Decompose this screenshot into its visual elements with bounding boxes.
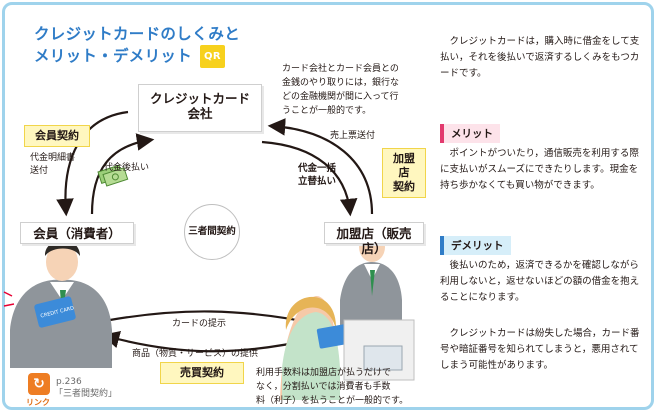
store-contract-label: 加盟店 契約 xyxy=(382,148,426,198)
three-party-contract-circle: 三者間契約 xyxy=(184,204,240,260)
credit-card-company-box: クレジットカード 会社 xyxy=(138,84,262,132)
statement-note: 代金明細書 送付 xyxy=(30,153,76,176)
title-line-2: メリット・デメリット QR xyxy=(34,45,240,68)
link-ref[interactable]: 「三者間契約」 xyxy=(54,389,118,399)
goods-note: 商品（物質・サービス）の提供 xyxy=(132,349,259,359)
three-party-label: 三者間契約 xyxy=(188,226,236,237)
title-line-2-text: メリット・デメリット xyxy=(34,47,193,65)
company-note: カード会社とカード会員との 金銭のやり取りには，銀行な どの金融機関が間に入って… xyxy=(282,64,400,116)
store-box: 加盟店（販売店） xyxy=(324,222,424,256)
sales-contract-label: 売買契約 xyxy=(160,362,244,384)
member-box: 会員（消費者） xyxy=(20,222,134,244)
intro-text: クレジットカードは，購入時に借金をして支払い，それを後払いで返済するしくみをもつ… xyxy=(440,36,640,79)
title-line-1: クレジットカードのしくみと xyxy=(34,25,241,43)
page-title: クレジットカードのしくみと メリット・デメリット QR xyxy=(34,24,240,68)
demerit-label: デメリット xyxy=(440,236,511,255)
company-label: クレジットカード 会社 xyxy=(149,91,250,121)
member-label: 会員（消費者） xyxy=(33,226,121,241)
arrow-store-to-company xyxy=(267,118,374,215)
link-page[interactable]: p.236 xyxy=(56,377,82,387)
demerit-text-2: クレジットカードは紛失した場合，カード番号や暗証番号を知られてしまうと，悪用され… xyxy=(440,328,640,371)
fee-note: 利用手数料は加盟店が払うだけで なく，分割払いでは消費者も手数 料（利子）を払う… xyxy=(256,368,409,406)
slip-send-note: 売上票送付 xyxy=(330,131,376,141)
link-label: リンク xyxy=(26,398,50,407)
store-label: 加盟店（販売店） xyxy=(336,226,412,256)
member-contract-label: 会員契約 xyxy=(24,125,90,147)
card-present-note: カードの提示 xyxy=(172,319,227,329)
merit-text: ポイントがついたり，通信販売を利用する際に支払いがスムーズにできたりします。現金… xyxy=(440,148,639,191)
arrow-company-to-store xyxy=(261,140,358,217)
arrow-member-to-company xyxy=(90,133,155,215)
merit-label: メリット xyxy=(440,124,500,143)
consumer-illustration: CREDIT CARD xyxy=(3,240,112,368)
link-icon[interactable]: ↻ xyxy=(28,373,50,395)
demerit-text-1: 後払いのため，返済できるかを確認しながら利用しないと，返せないほどの額の借金を抱… xyxy=(440,260,640,303)
payment-later-note: 代金後払い xyxy=(104,163,150,173)
qr-badge[interactable]: QR xyxy=(200,45,225,68)
cash-icon xyxy=(97,164,129,187)
bulk-payment-note: 代金一括 立替払い xyxy=(298,163,337,187)
